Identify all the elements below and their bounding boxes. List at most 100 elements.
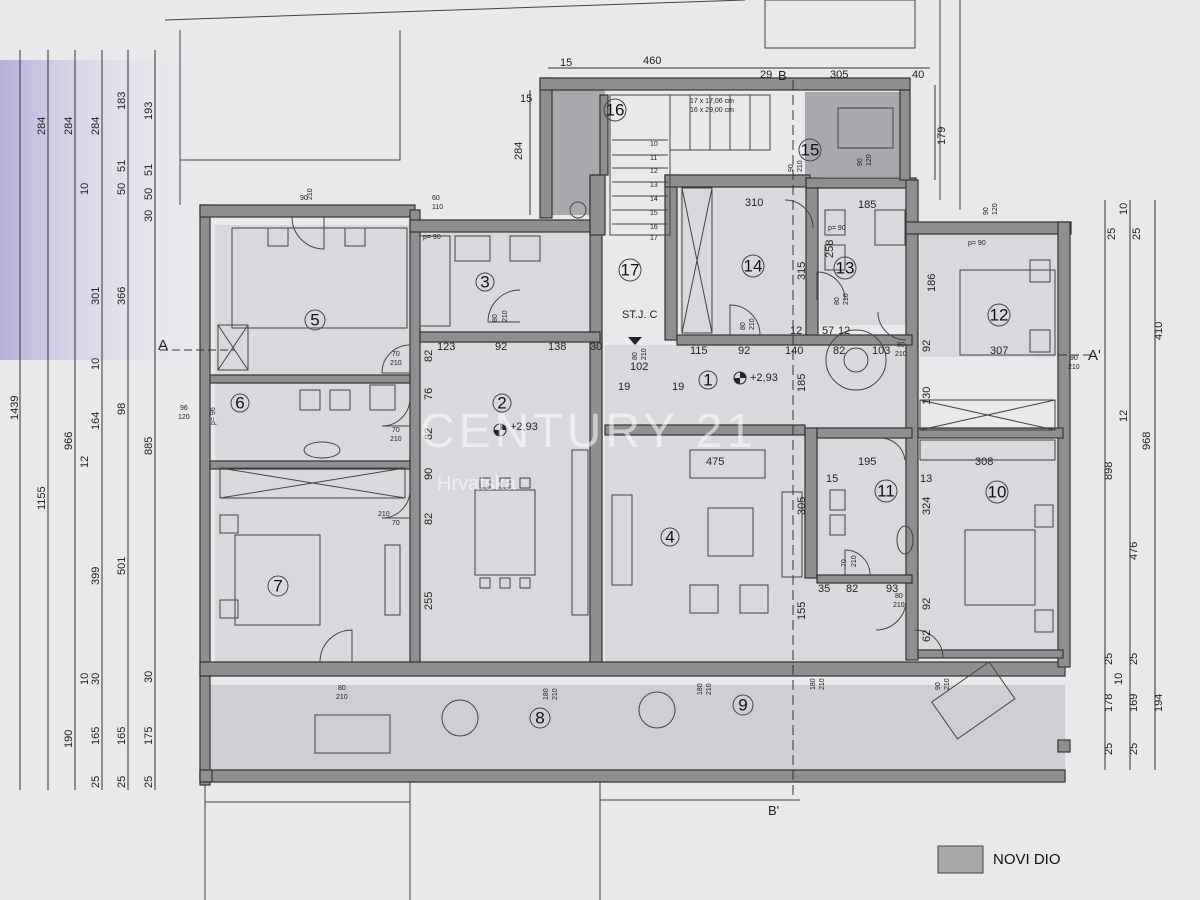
dim-label: 82 xyxy=(423,428,435,440)
top-dimension-labels: 15 460 29 305 40 15 284 179 xyxy=(513,55,948,160)
dim-label: 165 xyxy=(90,727,102,745)
door-size: 90 xyxy=(300,195,308,202)
room-8-label: 8 xyxy=(535,709,544,728)
dim-label: 476 xyxy=(1128,542,1140,560)
section-a-right: A' xyxy=(1088,347,1101,364)
room-4-label: 4 xyxy=(665,528,674,547)
dim-label: 194 xyxy=(1153,694,1165,712)
dim-label: 284 xyxy=(36,117,48,135)
stair-spec-2: 16 x 29,00 cm xyxy=(690,107,734,114)
door-size: 70 xyxy=(392,351,400,358)
door-size: 210 xyxy=(502,310,509,322)
site-lines xyxy=(164,0,961,900)
dim-label: 284 xyxy=(63,117,75,135)
staircase xyxy=(609,94,771,345)
dim-label: 123 xyxy=(437,341,455,353)
room-5-label: 5 xyxy=(310,311,319,330)
room-11-label: 11 xyxy=(877,482,895,501)
door-size: 80 xyxy=(897,342,905,349)
dim-label: 25 xyxy=(1103,653,1115,665)
dim-label: 324 xyxy=(921,497,933,515)
dim-label: 19 xyxy=(672,381,684,393)
dim-label: 25 xyxy=(116,776,128,788)
door-size: 90 xyxy=(935,682,942,690)
room-9-label: 9 xyxy=(738,696,747,715)
watermark-brand: CENTURY 21 xyxy=(420,405,757,458)
room-14-label: 14 xyxy=(744,257,763,276)
door-size: 180 xyxy=(697,683,704,695)
dim-label: 25 xyxy=(1106,228,1118,240)
dim-label: 92 xyxy=(495,341,507,353)
door-size: 120 xyxy=(992,203,999,215)
dim-label: 29 xyxy=(760,69,772,81)
right-dimension-labels: 10 25 25 410 898 968 12 476 178 169 194 … xyxy=(1103,203,1165,755)
level-markers: +2,93 +2,93 ST.J. C 17 x 17,06 cm 16 x 2… xyxy=(493,98,778,437)
dim-label: 284 xyxy=(513,142,525,160)
dim-label: 301 xyxy=(90,287,102,305)
dim-label: 92 xyxy=(921,598,933,610)
door-size: 80 xyxy=(338,685,346,692)
dim-label: 308 xyxy=(975,456,993,468)
furniture xyxy=(219,107,1056,754)
room-numbers: 1 2 3 4 5 6 7 8 9 10 11 12 13 14 15 16 1… xyxy=(230,98,1011,729)
stair-step: 12 xyxy=(650,168,658,175)
dim-label: 138 xyxy=(548,341,566,353)
dim-label: 195 xyxy=(858,456,876,468)
dim-label: 10 xyxy=(1118,203,1130,215)
dim-label: 305 xyxy=(830,69,848,81)
dim-label: 51 xyxy=(143,164,155,176)
dim-label: 155 xyxy=(796,602,808,620)
built-in-furniture xyxy=(217,187,1056,499)
stair-step: 13 xyxy=(650,182,658,189)
dim-label: 10 xyxy=(90,358,102,370)
room-15-label: 15 xyxy=(801,141,820,160)
stair-step: 11 xyxy=(650,155,657,162)
door-size: 210 xyxy=(895,351,907,358)
dim-label: 12 xyxy=(1118,410,1130,422)
room-10-label: 10 xyxy=(988,483,1007,502)
dim-label: 19 xyxy=(618,381,630,393)
door-size: 210 xyxy=(819,678,826,690)
room-17-label: 17 xyxy=(621,261,640,280)
room-12-label: 12 xyxy=(990,306,1009,325)
dim-label: 315 xyxy=(796,262,808,280)
door-size: 70 xyxy=(392,427,400,434)
dim-label: 57 xyxy=(822,325,834,337)
dim-label: 190 xyxy=(63,730,75,748)
inner-dimension-labels: 310 185 315 258 186 123 92 138 30 102 19… xyxy=(423,197,1008,642)
section-a-left: A xyxy=(158,337,168,354)
dim-label: 1439 xyxy=(9,396,21,420)
dim-label: 10 xyxy=(79,673,91,685)
door-size: 70 xyxy=(841,559,848,567)
door-size: 90 xyxy=(983,207,990,215)
left-dimension-labels: 284 284 284 183 193 10 50 51 30 50 51 30… xyxy=(9,92,155,788)
dim-label: 62 xyxy=(921,630,933,642)
dim-label: 185 xyxy=(796,374,808,392)
dim-label: 30 xyxy=(143,210,155,222)
dim-label: 50 xyxy=(116,183,128,195)
door-size: 210 xyxy=(944,678,951,690)
section-marks: A A' B B' xyxy=(158,68,1101,818)
dim-label: 305 xyxy=(796,497,808,515)
door-size: 110 xyxy=(432,204,443,211)
door-size: 210 xyxy=(851,555,858,567)
dimension-lines xyxy=(19,50,1156,800)
window-tag: p= 96 xyxy=(210,407,217,425)
dim-label: 284 xyxy=(90,117,102,135)
legend-swatch xyxy=(937,845,984,874)
dim-label: 82 xyxy=(423,513,435,525)
dim-label: 82 xyxy=(833,345,845,357)
door-size: 210 xyxy=(552,688,559,700)
legend: NOVI DIO xyxy=(937,845,1061,874)
section-b-top: B xyxy=(778,68,787,83)
dim-label: 102 xyxy=(630,361,648,373)
dim-label: 15 xyxy=(520,93,532,105)
room-1-label: 1 xyxy=(703,371,712,390)
door-size: 210 xyxy=(843,293,850,305)
dim-label: 35 xyxy=(818,583,830,595)
level-marker-1: +2,93 xyxy=(750,372,778,384)
dim-label: 103 xyxy=(872,345,890,357)
dim-label: 885 xyxy=(143,437,155,455)
dim-label: 1155 xyxy=(36,486,48,510)
